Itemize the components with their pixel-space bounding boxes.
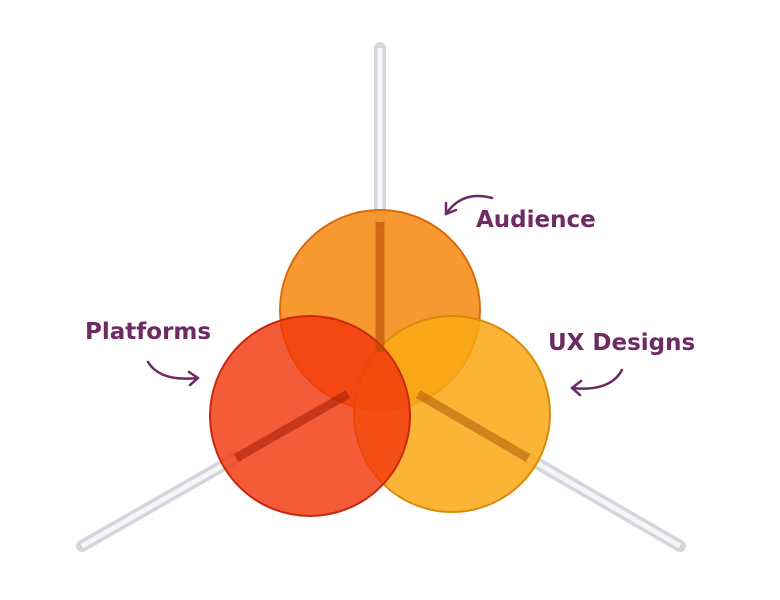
audience-label: Audience bbox=[476, 207, 596, 233]
audience-arrow-icon bbox=[444, 194, 494, 216]
platforms-arrow-icon bbox=[146, 360, 200, 387]
ux-designs-label: UX Designs bbox=[548, 330, 696, 356]
platforms-label: Platforms bbox=[85, 319, 212, 345]
ux-designs-arrow-icon bbox=[570, 368, 624, 397]
